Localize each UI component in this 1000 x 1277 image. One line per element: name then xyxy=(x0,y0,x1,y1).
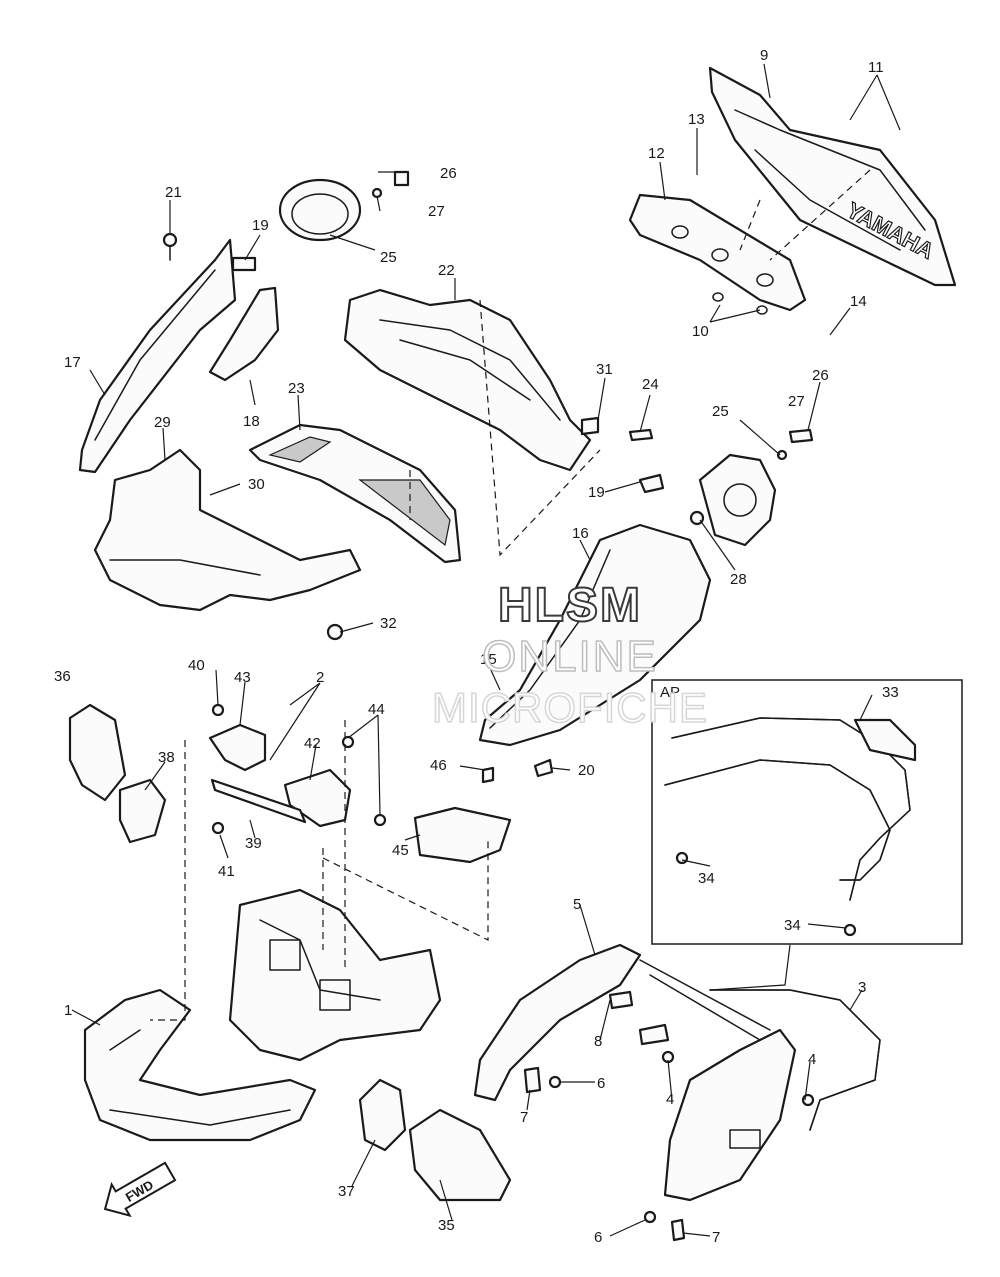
front-cowl-part: YAMAHA xyxy=(708,66,957,287)
muffler-end-cap-part xyxy=(278,178,777,547)
fasteners xyxy=(371,170,814,784)
small-lower-parts xyxy=(358,990,686,1242)
callout-13: 13 xyxy=(688,111,705,128)
callout-27-top: 27 xyxy=(428,203,445,220)
callout-6-bottom: 6 xyxy=(594,1229,602,1246)
callout-26-top: 26 xyxy=(440,165,457,182)
lower-cowl-part xyxy=(83,988,317,1142)
callout-19-left: 19 xyxy=(252,217,269,234)
callout-23: 23 xyxy=(288,380,305,397)
callout-43: 43 xyxy=(234,669,251,686)
callout-42: 42 xyxy=(304,735,321,752)
callout-1: 1 xyxy=(64,1002,72,1019)
inset-label: AP xyxy=(660,684,680,701)
callout-27-right: 27 xyxy=(788,393,805,410)
callout-33: 33 xyxy=(882,684,899,701)
cowl-bracket-part xyxy=(628,193,807,315)
side-panel-part xyxy=(78,232,280,474)
callout-4-mid: 4 xyxy=(666,1091,674,1108)
callout-25-top: 25 xyxy=(380,249,397,266)
mesh-guard-part xyxy=(248,423,462,564)
callout-25-right: 25 xyxy=(712,403,729,420)
callout-34-inset-b: 34 xyxy=(784,917,801,934)
inset-frame xyxy=(651,679,963,945)
muffler-part xyxy=(478,523,712,747)
callout-7-bottom: 7 xyxy=(712,1229,720,1246)
assembly-lines xyxy=(150,169,871,1021)
callout-4-right: 4 xyxy=(808,1051,816,1068)
callout-11: 11 xyxy=(868,59,884,76)
bracket-parts xyxy=(68,703,512,864)
callout-16: 16 xyxy=(572,525,589,542)
callout-45: 45 xyxy=(392,842,409,859)
carrier-rack-part xyxy=(664,717,917,937)
callout-18: 18 xyxy=(243,413,260,430)
callout-38: 38 xyxy=(158,749,175,766)
callout-2: 2 xyxy=(316,669,324,686)
leader-lines xyxy=(71,63,901,1237)
callout-28: 28 xyxy=(730,571,747,588)
callout-20: 20 xyxy=(578,762,595,779)
callout-39: 39 xyxy=(245,835,262,852)
callout-labels: 9 11 13 12 14 10 26 27 25 21 19 22 17 31… xyxy=(54,47,899,1246)
callout-36: 36 xyxy=(54,668,71,685)
callout-35: 35 xyxy=(438,1217,455,1234)
callout-17: 17 xyxy=(64,354,81,371)
callout-8: 8 xyxy=(594,1033,602,1050)
callout-3: 3 xyxy=(858,979,866,996)
callout-7-mid: 7 xyxy=(520,1109,528,1126)
callout-41: 41 xyxy=(218,863,235,880)
callout-21: 21 xyxy=(165,184,182,201)
callout-15: 15 xyxy=(480,651,497,668)
callout-30: 30 xyxy=(248,476,265,493)
callout-44: 44 xyxy=(368,701,385,718)
callout-40: 40 xyxy=(188,657,205,674)
frame-bracket-part xyxy=(228,888,442,1062)
callout-29: 29 xyxy=(154,414,171,431)
fwd-direction-arrow: FWD xyxy=(103,1161,177,1218)
callout-24: 24 xyxy=(642,376,659,393)
callout-32: 32 xyxy=(380,615,397,632)
callout-6-mid: 6 xyxy=(597,1075,605,1092)
callout-9: 9 xyxy=(760,47,768,64)
side-cowl-part xyxy=(473,943,797,1202)
callout-5: 5 xyxy=(573,896,581,913)
callout-19-right: 19 xyxy=(588,484,605,501)
callout-22: 22 xyxy=(438,262,455,279)
air-duct-part xyxy=(93,448,362,641)
callout-10: 10 xyxy=(692,323,709,340)
callout-46: 46 xyxy=(430,757,447,774)
callout-31: 31 xyxy=(596,361,613,378)
inner-panel-part xyxy=(343,288,592,472)
callout-14: 14 xyxy=(850,293,867,310)
callout-34-inset-a: 34 xyxy=(698,870,715,887)
callout-12: 12 xyxy=(648,145,665,162)
callout-26-right: 26 xyxy=(812,367,829,384)
callout-37: 37 xyxy=(338,1183,355,1200)
